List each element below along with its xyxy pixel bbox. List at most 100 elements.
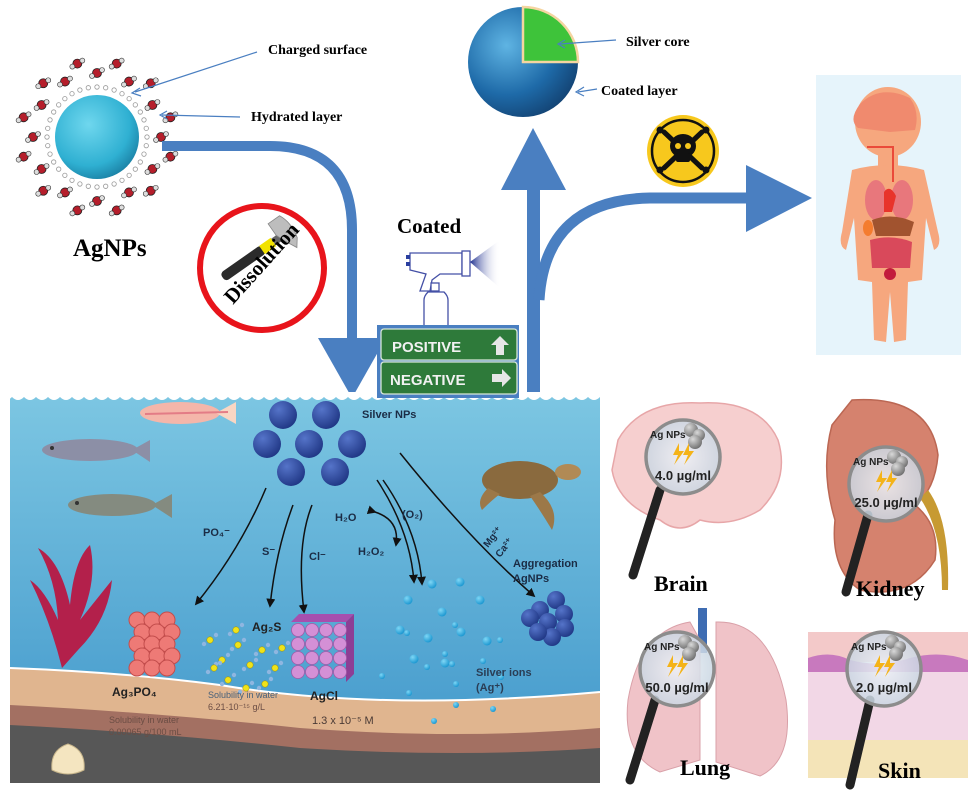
silver-ions-label: Silver ions [476,667,532,679]
lightning-icon [667,655,678,677]
surface-ion [51,109,57,115]
surface-ion [45,143,51,149]
silver-atom [217,660,223,666]
water-hydrogen-atom [69,210,76,217]
silver-ions-formula: (Ag⁺) [476,682,504,694]
arrow-to-ag3po4 [194,487,267,606]
water-hydrogen-atom [154,163,161,169]
silver-atom [278,660,284,666]
seaweed-icon [30,545,112,668]
lightning-icon [874,655,885,677]
silver-ion [431,718,437,724]
silver-atom [256,685,262,691]
water-hydrogen-atom [45,184,52,191]
agcl-cube-top [291,614,354,622]
aggregated-np [547,591,565,609]
surface-ion [77,87,83,93]
scene-bottom-border [10,783,600,792]
charged-surface-arrowhead [130,87,142,97]
coated-layer-arrowhead [574,86,585,97]
surface-ion [137,159,143,165]
lightning-icon [683,443,694,465]
reaction-arrows [194,452,536,614]
surface-ion [62,172,68,178]
charge-road-sign: POSITIVE NEGATIVE [377,325,519,398]
charged-surface-pointer [134,51,258,93]
agcl-atom [319,637,333,651]
agcl-atom [333,623,347,637]
water-hydrogen-atom [69,63,76,70]
spray-mist [470,240,500,288]
silver-nps-label: Silver NPs [362,409,416,421]
concentration-value: 4.0 µg/ml [655,468,711,483]
silver-atom [253,657,259,663]
silver-ion [423,633,433,643]
silver-atom [265,642,271,648]
water-hydrogen-atom [152,77,159,84]
arrow-to-ions-1 [376,479,418,584]
water-oxygen-atom [72,205,83,216]
concentration-value: 2.0 µg/ml [856,680,912,695]
silver-ion [497,637,503,643]
silver-atom [229,646,235,652]
sulfur-atom [210,664,218,672]
water-oxygen-atom [38,185,49,196]
ag3po4-label: Ag₃PO₄ [112,685,157,699]
ag3po4-solubility-label: Solubility in water [109,715,179,725]
agcl-atom [291,651,305,665]
silver-np-particle [277,458,305,486]
ag-nps-label: Ag NPs [644,642,680,653]
magnifier-handle [841,510,873,597]
water-hydrogen-atom [152,184,159,191]
sulfur-atom [206,636,214,644]
surface-ion [119,177,125,183]
silver-atom [266,669,272,675]
water-hydrogen-atom [89,73,95,79]
silver-np-particle [269,401,297,429]
surface-ion [126,172,132,178]
silver-ion [453,702,459,708]
silver-atom [201,641,207,647]
silver-ion [442,651,448,657]
surface-ion [69,177,75,183]
negative-label: NEGATIVE [390,372,466,389]
water-hydrogen-atom [35,131,41,137]
silver-ion [404,630,410,636]
agnp-structure: Charged surface Hydrated layer AgNPs [15,43,367,262]
magnifier-handle [628,485,665,580]
water-hydrogen-atom [142,190,149,197]
charged-surface-ions [44,84,150,190]
water-oxygen-atom [36,100,47,110]
water-oxygen-atom [18,112,29,123]
sulfur-atom [246,661,254,669]
magnifier-handle [845,695,875,790]
coated-layer-pointer [577,88,598,93]
surface-ion [137,109,143,115]
surface-ion [144,134,150,140]
silver-ion [403,595,413,605]
water-hydrogen-atom [172,150,179,157]
agcl-atom [333,637,347,651]
nanoparticle-ball [688,435,702,449]
surface-ion [51,159,57,165]
lightning-icon [876,470,887,492]
aggregation-sub-label: AgNPs [513,573,549,585]
silver-ion [482,636,492,646]
surface-ion [85,85,91,91]
water-oxygen-atom [72,58,83,69]
organ-skin [808,632,968,778]
water-hydrogen-atom [108,63,115,70]
silver-atom [225,652,231,658]
flow-arrow-to-human [533,192,760,301]
aggregated-agnps [521,591,574,646]
nanoparticle-ball [682,647,696,661]
water-hydrogen-atom [89,201,95,207]
water-hydrogen-atom [121,81,127,88]
water-hydrogen-atom [131,186,137,193]
silver-atom [239,622,245,628]
ag-nps-label: Ag NPs [650,430,686,441]
water-oxygen-atom [111,58,122,69]
lightning-icon [886,470,897,492]
aggregation-label: Aggregation [513,558,578,570]
po4-label: PO₄⁻ [203,527,230,539]
